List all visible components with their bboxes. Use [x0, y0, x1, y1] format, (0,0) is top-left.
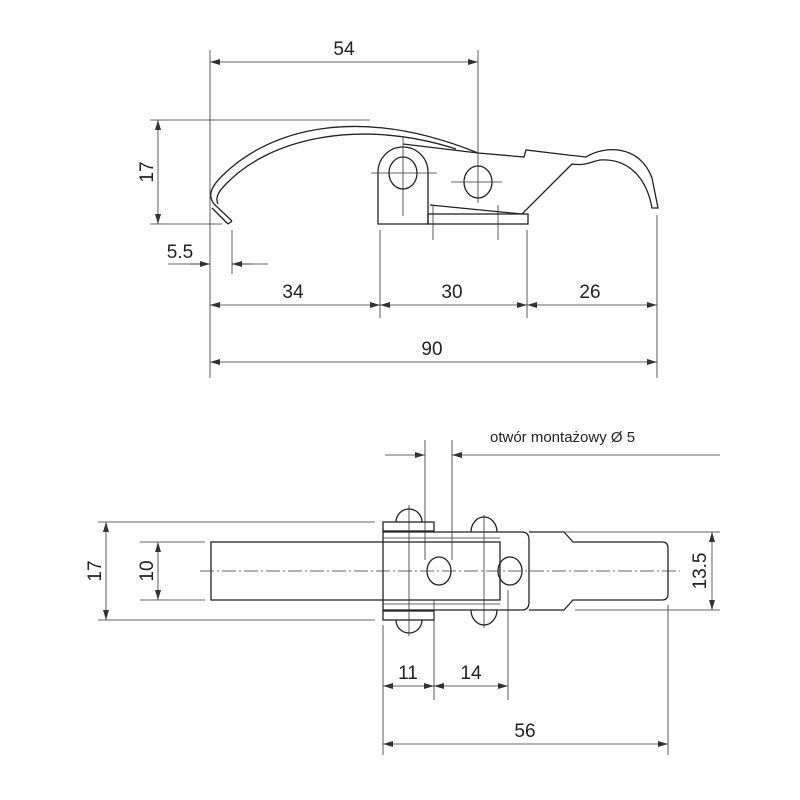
spring-arm: [210, 125, 479, 222]
dim-14-label: 14: [460, 663, 482, 684]
mounting-hole-note: otwór montażowy Ø 5: [490, 429, 635, 446]
dim-56-label: 56: [514, 721, 535, 742]
spring-arm-inner: [211, 133, 457, 225]
hinge-lug: [377, 146, 429, 225]
centerlines: [371, 136, 502, 240]
dim-34-label: 34: [282, 282, 304, 303]
dim-5-5-label: 5.5: [167, 242, 193, 263]
dim-11-label: 11: [398, 663, 418, 684]
dim-90-label: 90: [421, 339, 442, 360]
dim-30-label: 30: [441, 282, 462, 303]
hole-centerlines: [408, 505, 485, 636]
dim-54-label: 54: [333, 39, 355, 60]
side-view: 54 17 5.5 34 30 26 90: [137, 39, 659, 378]
plate-inner-lines: [383, 537, 500, 605]
lug-flange-bottom: [382, 610, 435, 621]
note-extension-lines: [385, 440, 720, 560]
lug-flange-top: [382, 521, 435, 532]
top-view: otwór montażowy Ø 5 17 10 13.5 11 14 56: [85, 429, 720, 755]
dim-17-top-label: 17: [85, 560, 106, 581]
dim-13-5-label: 13.5: [690, 553, 711, 590]
base-plate: [427, 213, 529, 225]
dim-10-label: 10: [137, 560, 158, 581]
dim-17-side-label: 17: [137, 161, 158, 182]
base-plate-top: [382, 531, 530, 611]
lever: [402, 143, 659, 215]
extension-lines-top-view: [98, 521, 720, 755]
dim-26-label: 26: [579, 282, 600, 303]
extension-lines: [150, 50, 658, 378]
